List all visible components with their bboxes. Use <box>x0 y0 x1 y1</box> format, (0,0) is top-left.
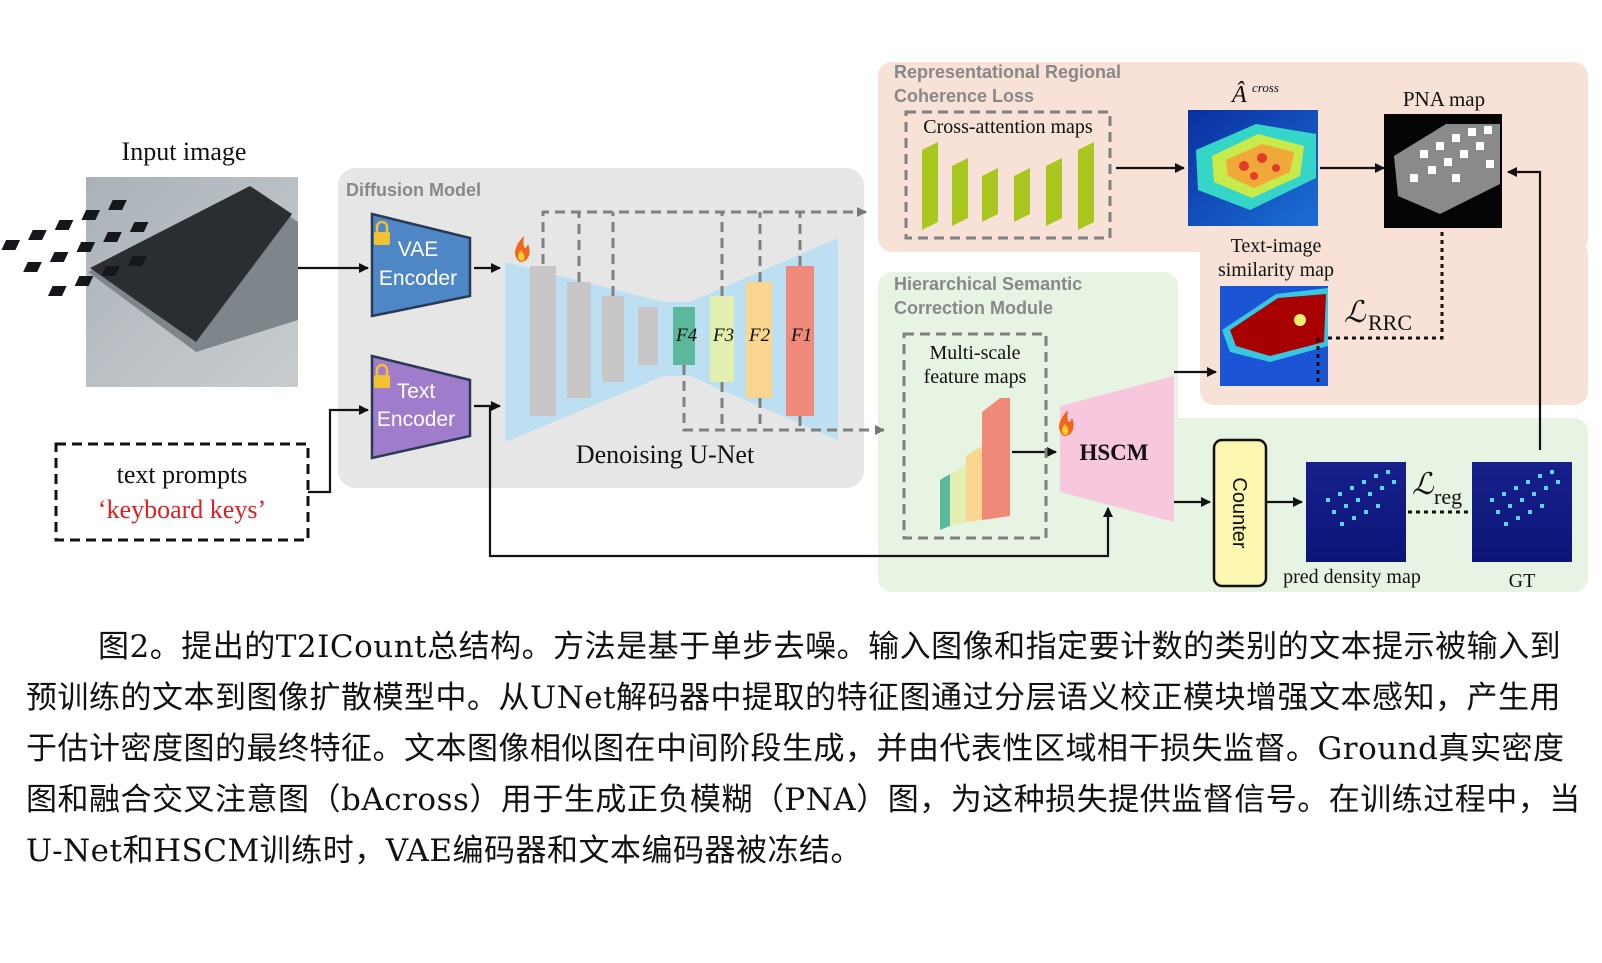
f1-label: F1 <box>790 325 812 346</box>
pred-density-map-label: pred density map <box>1283 566 1421 588</box>
lock-icon <box>374 363 390 388</box>
hscm-title-line-1: Hierarchical Semantic <box>894 274 1082 294</box>
multiscale-label-1: Multi-scale <box>929 342 1020 364</box>
f2-label: F2 <box>748 325 771 346</box>
text-prompts-box <box>54 442 310 542</box>
gt-map <box>1472 462 1572 562</box>
f3-block <box>710 296 734 382</box>
text-prompts-label: text prompts <box>117 460 248 489</box>
a-cross-heatmap <box>1188 110 1318 226</box>
text-image-similarity-map <box>1220 286 1328 386</box>
text-image-sim-label-1: Text-image <box>1231 235 1322 257</box>
l-reg-symbol: ℒ <box>1412 468 1435 501</box>
text-encoder: Text Encoder <box>370 354 472 460</box>
text-encoder-label-2: Encoder <box>377 408 455 431</box>
hscm-title-line-2: Correction Module <box>894 298 1053 318</box>
pna-map <box>1384 114 1502 228</box>
pred-density-map <box>1306 462 1406 562</box>
multiscale-blocks <box>940 398 1010 530</box>
counter-block: Counter <box>1212 438 1268 588</box>
multiscale-box <box>902 332 1048 540</box>
denoising-unet-label: Denoising U-Net <box>576 440 755 469</box>
flame-icon <box>1059 410 1074 436</box>
vae-encoder: VAE Encoder <box>370 212 472 318</box>
vae-encoder-label-2: Encoder <box>379 267 457 290</box>
f3-label: F3 <box>712 325 734 346</box>
hscm-label: HSCM <box>1080 440 1149 465</box>
input-image-label: Input image <box>122 137 247 166</box>
figure-caption: 图2。提出的T2ICount总结构。方法是基于单步去噪。输入图像和指定要计数的类… <box>26 629 1581 869</box>
diffusion-model-title: Diffusion Model <box>346 180 481 200</box>
main-arrows <box>298 163 1542 558</box>
rrc-title-line-2: Coherence Loss <box>894 86 1034 106</box>
lock-icon <box>374 220 390 245</box>
counter-label: Counter <box>1228 477 1250 548</box>
flame-icon <box>515 236 530 262</box>
pna-map-label: PNA map <box>1403 87 1485 111</box>
f4-label: F4 <box>675 325 698 346</box>
cross-attention-box <box>904 110 1112 240</box>
text-image-sim-label-2: similarity map <box>1218 259 1334 281</box>
l-rrc-connector <box>1316 232 1444 382</box>
skip-connections <box>541 207 885 435</box>
a-cross-symbol: Â <box>1230 82 1247 108</box>
f1-block <box>786 266 814 416</box>
input-image <box>1 177 298 387</box>
text-prompts-value: ‘keyboard keys’ <box>98 495 266 524</box>
cross-attention-blocks <box>922 142 1094 230</box>
rrc-title-line-1: Representational Regional <box>894 62 1121 82</box>
hscm-block: HSCM <box>1060 376 1174 522</box>
l-rrc-subscript: RRC <box>1368 310 1412 335</box>
gt-label: GT <box>1509 570 1536 592</box>
a-cross-superscript: cross <box>1252 80 1279 95</box>
f2-block <box>746 282 772 398</box>
l-reg-subscript: reg <box>1434 484 1462 509</box>
multiscale-label-2: feature maps <box>924 366 1027 388</box>
denoising-unet: F4 F3 F2 F1 <box>505 238 838 442</box>
f4-block <box>673 307 695 365</box>
vae-encoder-label-1: VAE <box>398 238 438 261</box>
cross-attention-label: Cross-attention maps <box>923 116 1093 138</box>
l-rrc-symbol: ℒ <box>1344 296 1367 329</box>
text-encoder-label-1: Text <box>397 380 436 403</box>
